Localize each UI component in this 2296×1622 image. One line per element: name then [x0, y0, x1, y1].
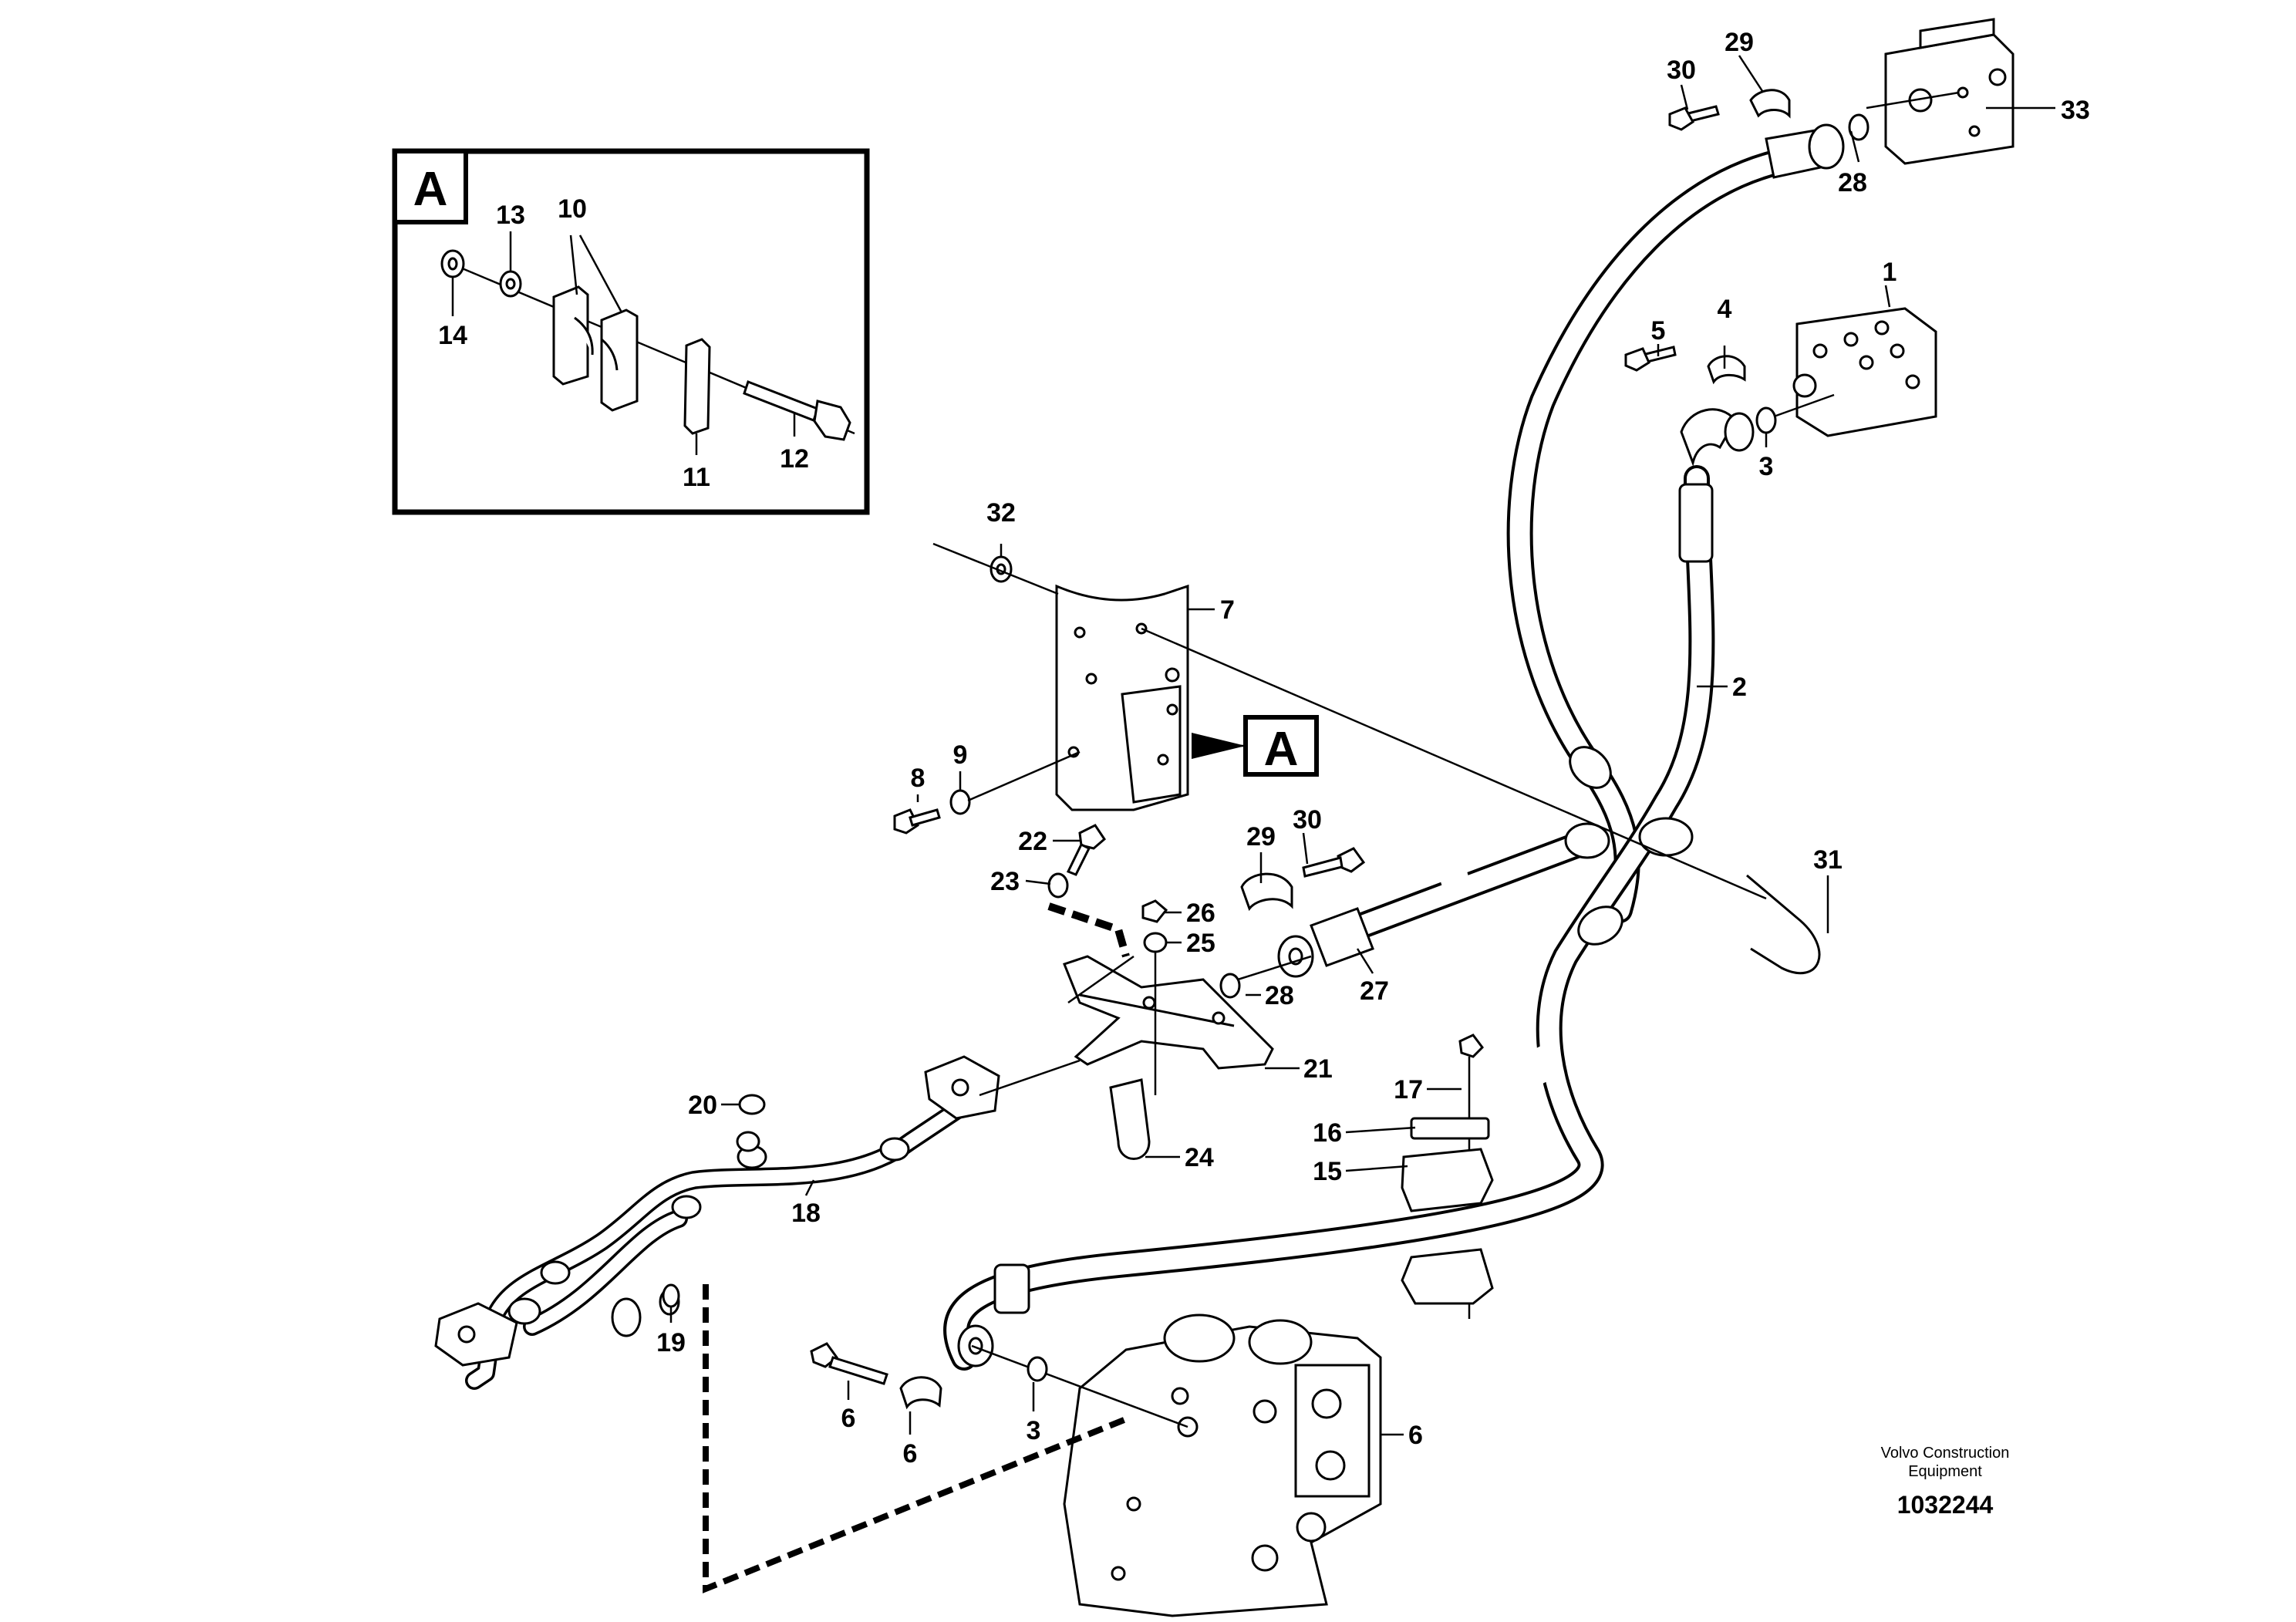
label-28-mid: 28 — [1265, 981, 1294, 1010]
label-7: 7 — [1220, 595, 1235, 625]
label-13: 13 — [496, 201, 525, 230]
label-22: 22 — [1018, 827, 1047, 856]
label-27: 27 — [1360, 976, 1389, 1006]
label-21: 21 — [1303, 1054, 1333, 1084]
label-33: 33 — [2061, 96, 2090, 125]
top-fasteners — [1624, 89, 1960, 434]
label-12: 12 — [780, 444, 809, 474]
part-labels: 30 29 33 28 1 5 4 3 2 32 7 8 9 22 23 26 … — [656, 28, 2090, 1469]
inset-letter: A — [413, 163, 448, 216]
bracket-21 — [1063, 955, 1274, 1160]
label-19: 19 — [656, 1328, 686, 1357]
label-10: 10 — [558, 194, 587, 224]
label-1: 1 — [1883, 258, 1897, 287]
label-25: 25 — [1186, 929, 1215, 958]
bracket-7 — [1055, 584, 1189, 811]
label-18: 18 — [791, 1199, 821, 1228]
valve-block-33 — [1884, 18, 2014, 165]
credit-line-2: Equipment — [1908, 1463, 1982, 1480]
label-5: 5 — [1651, 316, 1666, 346]
credit-line-1: Volvo Construction — [1881, 1445, 2010, 1462]
label-20: 20 — [688, 1091, 717, 1120]
callout-a: A — [1192, 715, 1319, 777]
detail-inset-a: A 13 10 14 11 12 — [392, 148, 870, 515]
hose-assemblies — [943, 123, 1845, 1371]
label-16: 16 — [1313, 1118, 1342, 1148]
publisher-credit: Volvo Construction Equipment 1032244 — [1881, 1445, 2010, 1519]
control-valve-6 — [971, 1313, 1382, 1617]
leader-lines — [669, 55, 2055, 1436]
label-30-top: 30 — [1667, 56, 1696, 85]
valve-block-1 — [1792, 307, 1937, 437]
label-8: 8 — [911, 764, 925, 793]
label-6-bolt: 6 — [841, 1404, 856, 1433]
label-30-mid: 30 — [1293, 805, 1322, 835]
pipe-18 — [434, 1055, 1081, 1390]
label-11: 11 — [683, 463, 710, 492]
label-17: 17 — [1394, 1075, 1423, 1104]
label-3-top: 3 — [1759, 452, 1774, 481]
document-number: 1032244 — [1897, 1491, 1994, 1519]
label-29-mid: 29 — [1246, 822, 1276, 851]
label-29-top: 29 — [1725, 28, 1754, 57]
label-4: 4 — [1718, 295, 1732, 324]
label-6-clamp: 6 — [903, 1439, 918, 1469]
label-31: 31 — [1813, 845, 1843, 875]
label-23: 23 — [990, 867, 1020, 896]
label-15: 15 — [1313, 1157, 1342, 1186]
label-3-bottom: 3 — [1027, 1416, 1041, 1445]
clamp-15-16-17 — [1401, 1034, 1494, 1319]
u-bolt-31 — [1141, 627, 1821, 975]
label-9: 9 — [953, 740, 968, 770]
label-2: 2 — [1732, 673, 1747, 702]
label-6-valve: 6 — [1408, 1421, 1423, 1450]
label-26: 26 — [1186, 899, 1215, 928]
label-14: 14 — [438, 321, 467, 350]
label-32: 32 — [986, 498, 1016, 528]
label-24: 24 — [1185, 1143, 1214, 1172]
label-28-top: 28 — [1838, 168, 1867, 197]
callout-letter: A — [1264, 723, 1299, 776]
